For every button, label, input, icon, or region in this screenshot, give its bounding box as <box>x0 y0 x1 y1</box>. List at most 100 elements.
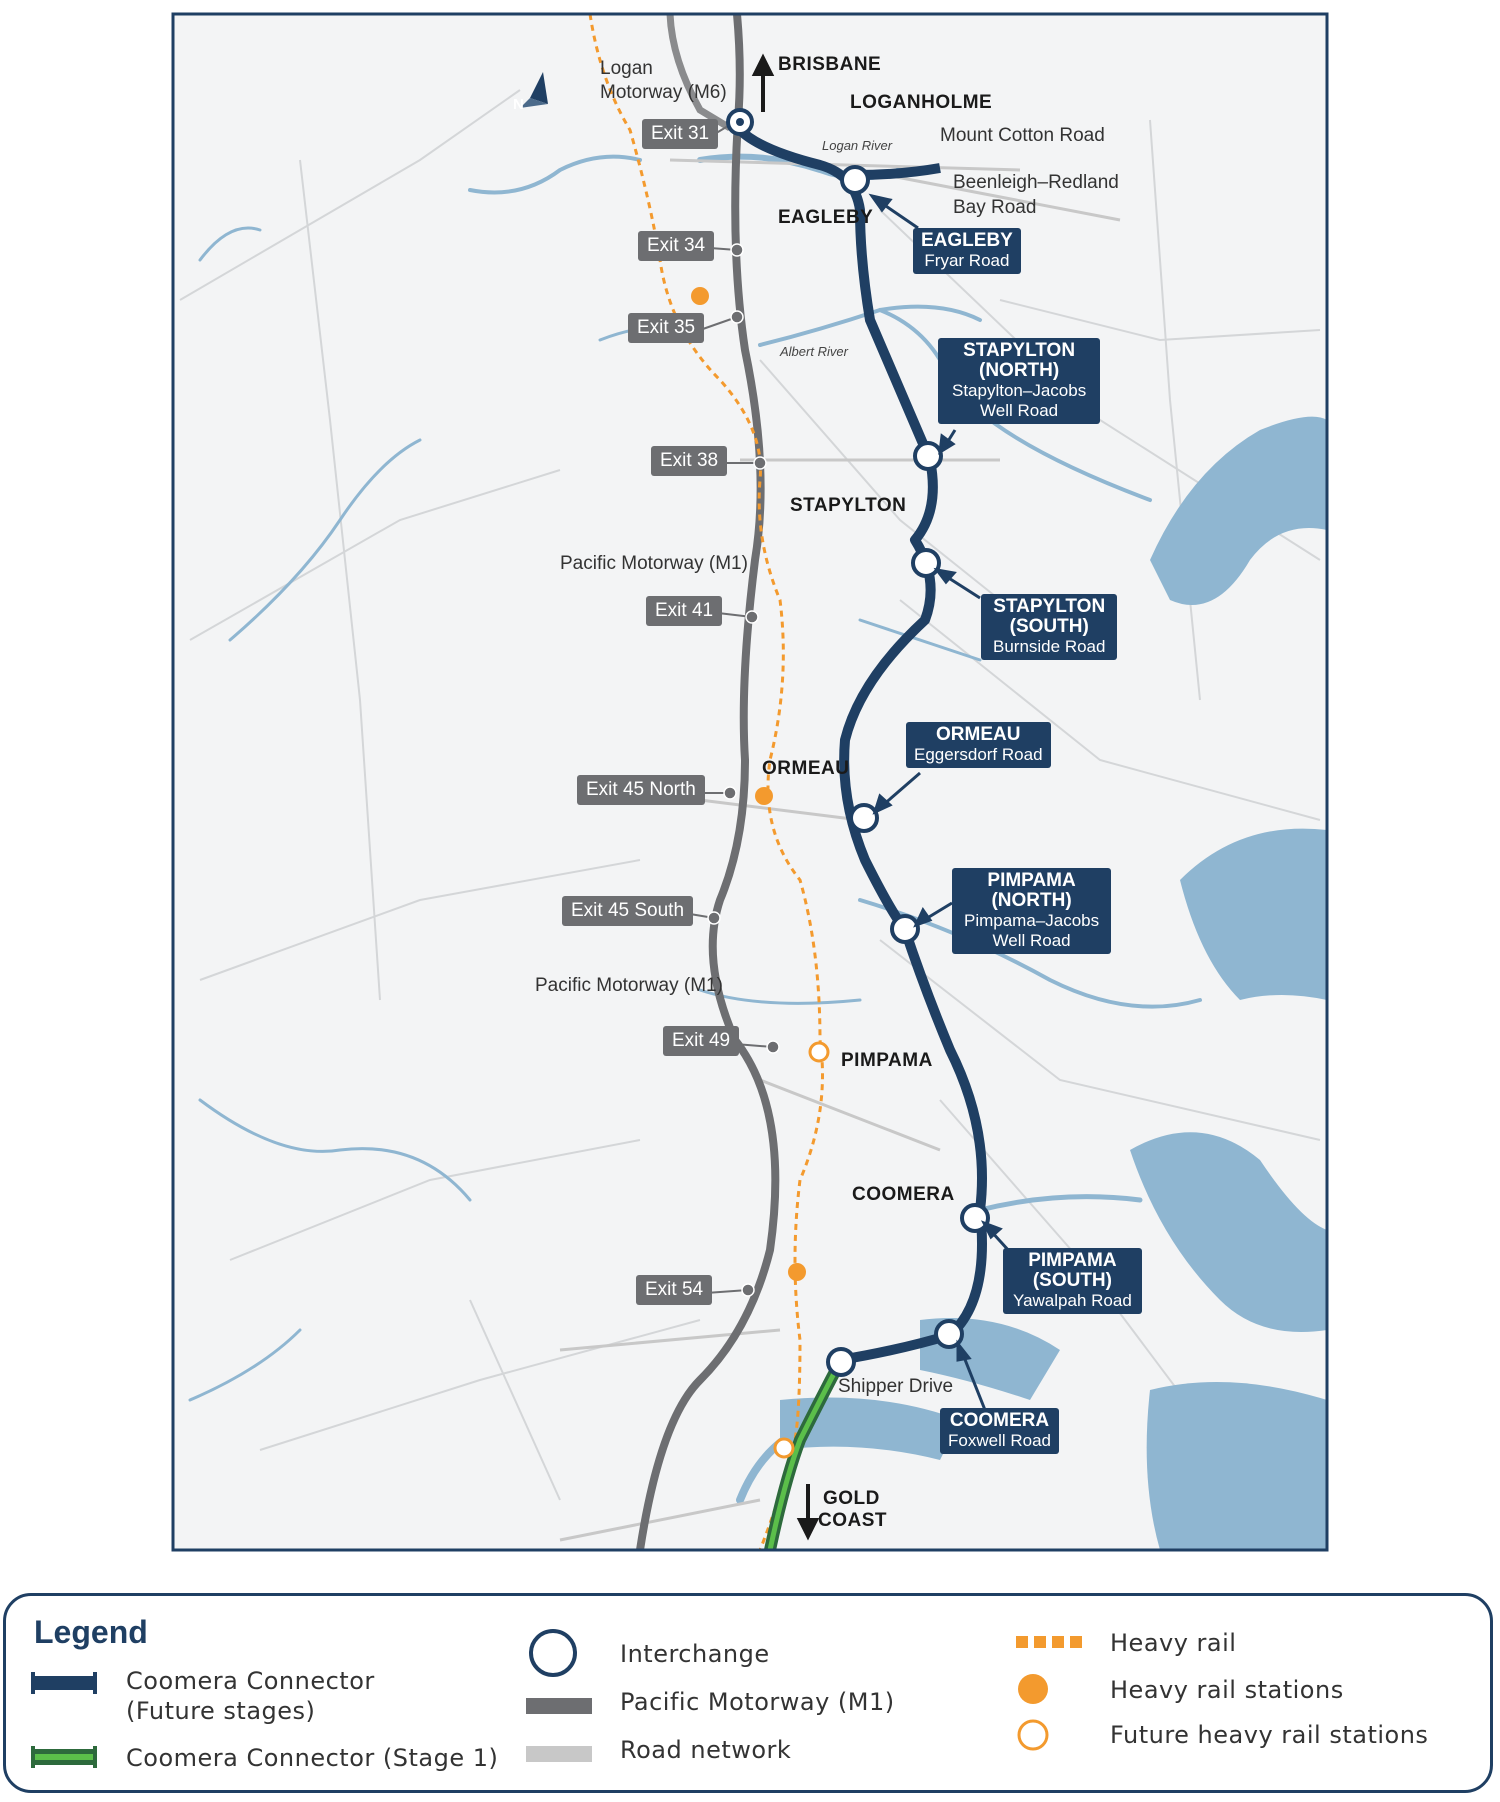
interchange-icon <box>849 803 879 833</box>
north-arrow-icon <box>520 72 548 108</box>
legend-panel: Legend Coomera Connector (Future stages)… <box>3 1593 1493 1793</box>
interchange-name: ORMEAU <box>936 724 1021 745</box>
exit-49-label: Exit 49 <box>663 1026 740 1056</box>
interchange-road: Well Road <box>992 931 1071 950</box>
place-coomera: COOMERA <box>852 1184 955 1205</box>
heavy-rail-station-icon <box>691 287 709 305</box>
map-background <box>173 14 1327 1550</box>
interchange-name: EAGLEBY <box>921 230 1013 251</box>
legend-connector-future-line2: (Future stages) <box>126 1697 316 1725</box>
heavy-rail-station-icon <box>755 787 773 805</box>
interchange-road: Pimpama–Jacobs <box>964 911 1100 930</box>
rail-stations <box>691 287 830 1459</box>
north-arrow-letter: N <box>513 96 524 113</box>
legend-heavy-rail-icon <box>1016 1636 1082 1648</box>
exit-45-south-label: Exit 45 South <box>562 896 694 926</box>
interchange-icon <box>913 441 943 471</box>
interchange-pimpama-north-callout: PIMPAMA (NORTH) Pimpama–Jacobs Well Road <box>952 868 1112 954</box>
legend-heavy-rail-stations: Heavy rail stations <box>1110 1676 1344 1704</box>
coomera-connector-stage1 <box>767 1360 843 1550</box>
legend-interchange-icon <box>529 1629 577 1677</box>
interchange-name: PIMPAMA <box>1028 1250 1117 1271</box>
interchange-pimpama-south-callout: PIMPAMA (SOUTH) Yawalpah Road <box>1003 1248 1142 1314</box>
river-logan: Logan River <box>822 138 893 153</box>
future-rail-station-icon <box>773 1437 795 1459</box>
map-frame <box>171 12 1329 1552</box>
place-ormeau: ORMEAU <box>762 758 850 779</box>
legend-road-network-icon <box>526 1746 592 1762</box>
road-mount-cotton: Mount Cotton Road <box>940 125 1105 146</box>
road-m6-line2: Motorway (M6) <box>600 82 727 103</box>
exit-35-label: Exit 35 <box>628 313 705 343</box>
interchange-road: Yawalpah Road <box>1013 1291 1132 1310</box>
place-stapylton: STAPYLTON <box>790 495 907 516</box>
interchange-icon <box>911 548 941 578</box>
legend-future-stations: Future heavy rail stations <box>1110 1721 1429 1749</box>
exit-54-label: Exit 54 <box>636 1275 713 1305</box>
exit31-interchange-dot <box>736 118 744 126</box>
legend-future-station-icon <box>1017 1719 1049 1751</box>
legend-connector-future-line1: Coomera Connector <box>126 1667 375 1695</box>
river-albert: Albert River <box>780 344 848 359</box>
exit-34-label: Exit 34 <box>638 231 715 261</box>
interchange-road: Eggersdorf Road <box>914 745 1043 764</box>
interchange-stapylton-south-callout: STAPYLTON (SOUTH) Burnside Road <box>981 594 1118 660</box>
coomera-connector-future <box>736 126 987 1365</box>
logan-motorway-m6 <box>666 14 732 132</box>
heavy-rail-station-icon <box>788 1263 806 1281</box>
interchange-eagleby-callout: EAGLEBY Fryar Road <box>913 228 1021 274</box>
place-pimpama: PIMPAMA <box>841 1050 933 1071</box>
interchange-name: (SOUTH) <box>1032 1270 1112 1291</box>
interchange-name: PIMPAMA <box>987 870 1076 891</box>
interchange-name: COOMERA <box>949 1410 1050 1431</box>
exit-41-label: Exit 41 <box>646 596 723 626</box>
direction-arrows <box>751 53 820 1541</box>
callout-arrows <box>868 193 1012 1411</box>
direction-label-north: BRISBANE <box>778 54 882 75</box>
exit-31-label: Exit 31 <box>642 119 719 149</box>
interchange-road: Burnside Road <box>993 637 1106 656</box>
legend-road-network: Road network <box>620 1736 792 1764</box>
interchange-name: (NORTH) <box>979 360 1060 381</box>
north-direction-arrow-icon <box>751 53 775 76</box>
interchange-stapylton-north-callout: STAPYLTON (NORTH) Stapylton–Jacobs Well … <box>938 338 1101 424</box>
interchange-icon <box>890 914 920 944</box>
legend-title: Legend <box>34 1614 148 1650</box>
interchange-name: (NORTH) <box>991 890 1072 911</box>
exit-45-north-label: Exit 45 North <box>577 775 705 805</box>
legend-m1: Pacific Motorway (M1) <box>620 1688 895 1716</box>
road-beenleigh-line2: Bay Road <box>953 197 1037 218</box>
interchange-road: Fryar Road <box>924 251 1010 270</box>
road-m1-north: Pacific Motorway (M1) <box>560 553 748 574</box>
legend-heavy-rail-station-icon <box>1018 1674 1048 1704</box>
road-shipper-drive: Shipper Drive <box>838 1376 954 1397</box>
interchange-road: Foxwell Road <box>948 1431 1051 1450</box>
legend-heavy-rail: Heavy rail <box>1110 1629 1237 1657</box>
road-network-major <box>559 158 1121 1542</box>
south-direction-arrow-icon <box>796 1518 820 1541</box>
interchange-icon <box>826 1347 856 1377</box>
interchange-icon <box>960 1203 990 1233</box>
place-eagleby: EAGLEBY <box>778 207 874 228</box>
legend-connector-stage1: Coomera Connector (Stage 1) <box>126 1744 499 1772</box>
pacific-motorway-m1 <box>636 14 780 1550</box>
interchange-name: STAPYLTON <box>963 340 1076 361</box>
direction-label-south-2: COAST <box>818 1510 887 1531</box>
connector-interchanges <box>826 165 990 1377</box>
road-m6-line1: Logan <box>600 58 653 79</box>
legend-m1-icon <box>526 1698 592 1714</box>
legend-connector-future-icon <box>31 1672 97 1694</box>
interchange-name: STAPYLTON <box>993 596 1106 617</box>
interchange-icon <box>934 1319 964 1349</box>
exit-dots <box>707 243 780 1297</box>
interchange-road: Stapylton–Jacobs <box>952 381 1087 400</box>
interchange-name: (SOUTH) <box>1009 616 1089 637</box>
exit-38-label: Exit 38 <box>651 446 728 476</box>
legend-connector-stage1-icon <box>31 1746 97 1768</box>
interchange-icon <box>840 165 870 195</box>
legend-interchange: Interchange <box>620 1640 770 1668</box>
road-m1-south: Pacific Motorway (M1) <box>535 975 723 996</box>
direction-label-south-1: GOLD <box>823 1488 880 1509</box>
water-bodies <box>780 416 1327 1550</box>
